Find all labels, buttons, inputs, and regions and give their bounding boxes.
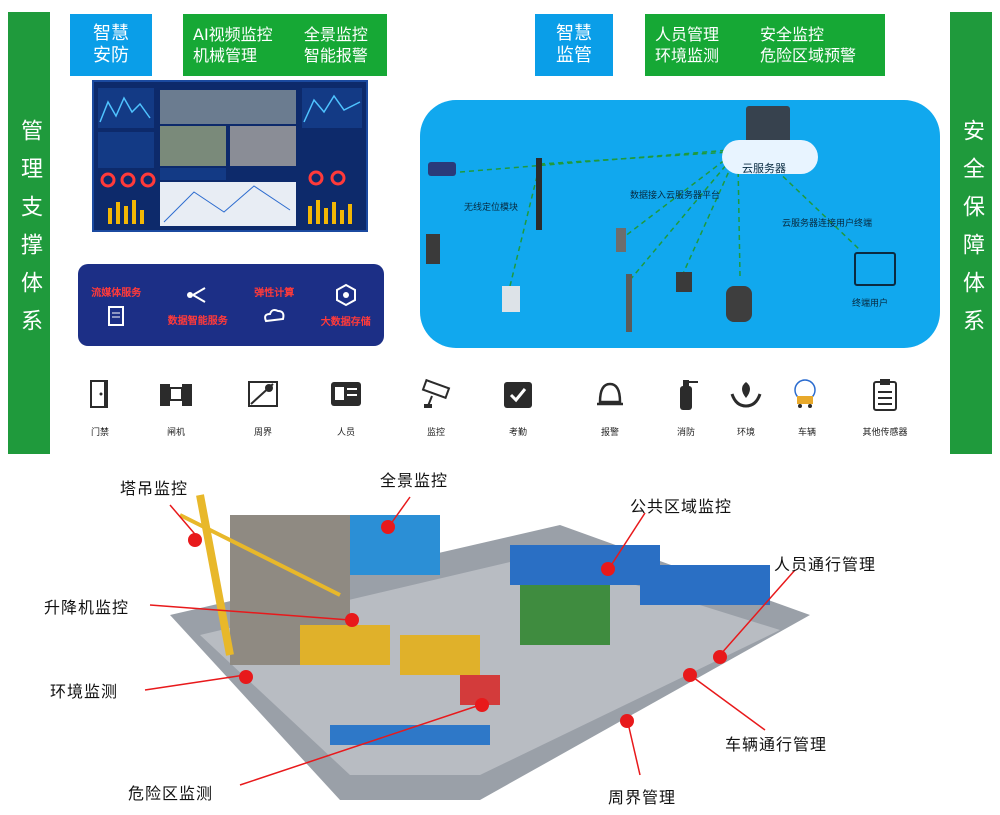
device-item: 周界 [233, 376, 293, 438]
device-label: 门禁 [90, 428, 109, 438]
right-side-bar: 安全保障体系 [950, 12, 992, 454]
server-label: 云服务器 [742, 162, 786, 175]
callout-danger-zone: 危险区监测 [128, 784, 214, 803]
platform-label: 数据接入云服务器平台 [630, 191, 721, 201]
left-side-label: 管理支撑体系 [17, 119, 42, 347]
dashboard-graphic [98, 88, 362, 226]
cloud-sync-icon [264, 308, 285, 322]
tripod-icon [626, 274, 632, 332]
calendar-check-icon [504, 382, 532, 408]
document-icon [108, 305, 125, 326]
callout-personnel-access: 人员通行管理 [774, 555, 877, 574]
sensor-device-icon [426, 234, 440, 264]
feature: 环境监测 [655, 46, 720, 65]
network-icon [335, 283, 356, 306]
supervision-features: 人员管理 安全监控 环境监测 危险区域预警 [645, 14, 885, 76]
service-label: 数据智能服务 [167, 315, 228, 327]
device-label: 监控 [426, 428, 445, 438]
dashboard-screen [92, 80, 368, 232]
map-icon [248, 381, 278, 407]
feature: 机械管理 [193, 46, 258, 65]
bell-icon [597, 382, 623, 406]
device-item: 报警 [580, 376, 640, 438]
feature: 安全监控 [760, 25, 825, 44]
security-tag-text: 智慧 安防 [93, 23, 129, 66]
helmet-device-icon [726, 286, 752, 322]
feature: 全景监控 [303, 25, 368, 44]
device-label: 环境 [736, 428, 755, 438]
cctv-icon [421, 378, 451, 408]
callout-perimeter: 周界管理 [608, 788, 677, 807]
security-tag: 智慧 安防 [70, 14, 152, 76]
weather-station-icon [676, 272, 692, 292]
callout-panorama: 全景监控 [380, 471, 449, 490]
callout-public-area: 公共区域监控 [630, 497, 733, 516]
device-label: 车辆 [797, 428, 816, 438]
service-item: 大数据存储 [321, 283, 371, 328]
box-device-icon [502, 286, 520, 312]
device-item: 监控 [406, 376, 466, 438]
cloud-icon [722, 140, 818, 174]
terminal-link-label: 云服务器连接用户终端 [782, 219, 873, 229]
security-features: AI视频监控 全景监控 机械管理 智能报警 [183, 14, 387, 76]
camera-pole-icon [616, 228, 626, 252]
gate-icon [160, 384, 192, 406]
extinguisher-icon [680, 380, 698, 410]
door-icon [90, 380, 108, 408]
service-label: 流媒体服务 [91, 287, 142, 299]
service-item: 数据智能服务 [168, 284, 228, 327]
feature: 智能报警 [303, 46, 368, 65]
device-item: 人员 [316, 376, 376, 438]
terminal-label: 终端用户 [852, 299, 889, 309]
service-label: 大数据存储 [320, 316, 371, 328]
device-label: 闸机 [166, 428, 185, 438]
supervision-tag: 智慧 监管 [535, 14, 613, 76]
antenna-device-icon [536, 158, 542, 230]
device-item: 考勤 [488, 376, 548, 438]
device-item: 闸机 [146, 376, 206, 438]
wireless-label: 无线定位模块 [464, 203, 519, 213]
device-row: 门禁 闸机 周界 人员 监控 考勤 报警 消防 环境 车辆 其他传感器 [60, 376, 940, 446]
device-item: 环境 [716, 376, 776, 438]
supervision-tag-text: 智慧 监管 [556, 23, 592, 66]
device-label: 消防 [676, 428, 695, 438]
service-item: 流媒体服务 [91, 284, 141, 327]
network-lines [459, 149, 861, 287]
camera-device-icon [428, 162, 456, 176]
leaf-hands-icon [730, 382, 762, 408]
feature: AI视频监控 [193, 25, 273, 44]
device-item: 门禁 [70, 376, 130, 438]
site-illustration [144, 494, 810, 800]
callout-elevator: 升降机监控 [44, 598, 130, 617]
services-panel: 流媒体服务 数据智能服务 弹性计算 大数据存储 [78, 264, 384, 346]
device-item: 其他传感器 [855, 376, 915, 438]
id-card-icon [331, 382, 361, 406]
clipboard-icon [873, 379, 897, 411]
terminal-icon [854, 252, 896, 286]
device-label: 报警 [600, 428, 619, 438]
left-side-bar: 管理支撑体系 [8, 12, 50, 454]
device-label: 其他传感器 [862, 428, 908, 438]
device-label: 周界 [253, 428, 272, 438]
feature: 危险区域预警 [760, 46, 857, 65]
service-label: 弹性计算 [254, 287, 295, 299]
device-label: 人员 [336, 428, 355, 438]
device-item: 消防 [656, 376, 716, 438]
right-side-label: 安全保障体系 [959, 119, 984, 347]
callout-environment: 环境监测 [50, 682, 119, 701]
share-arrows-icon [186, 286, 206, 303]
service-item: 弹性计算 [254, 284, 294, 327]
truck-icon [794, 379, 816, 408]
network-panel: 云服务器 无线定位模块 数据接入云服务器平台 云服务器连接用户终端 终端用户 [420, 100, 940, 348]
feature: 人员管理 [655, 25, 720, 44]
device-item: 车辆 [777, 376, 837, 438]
callout-tower-crane: 塔吊监控 [120, 479, 189, 498]
device-label: 考勤 [508, 428, 527, 438]
callout-vehicle-access: 车辆通行管理 [725, 735, 828, 754]
